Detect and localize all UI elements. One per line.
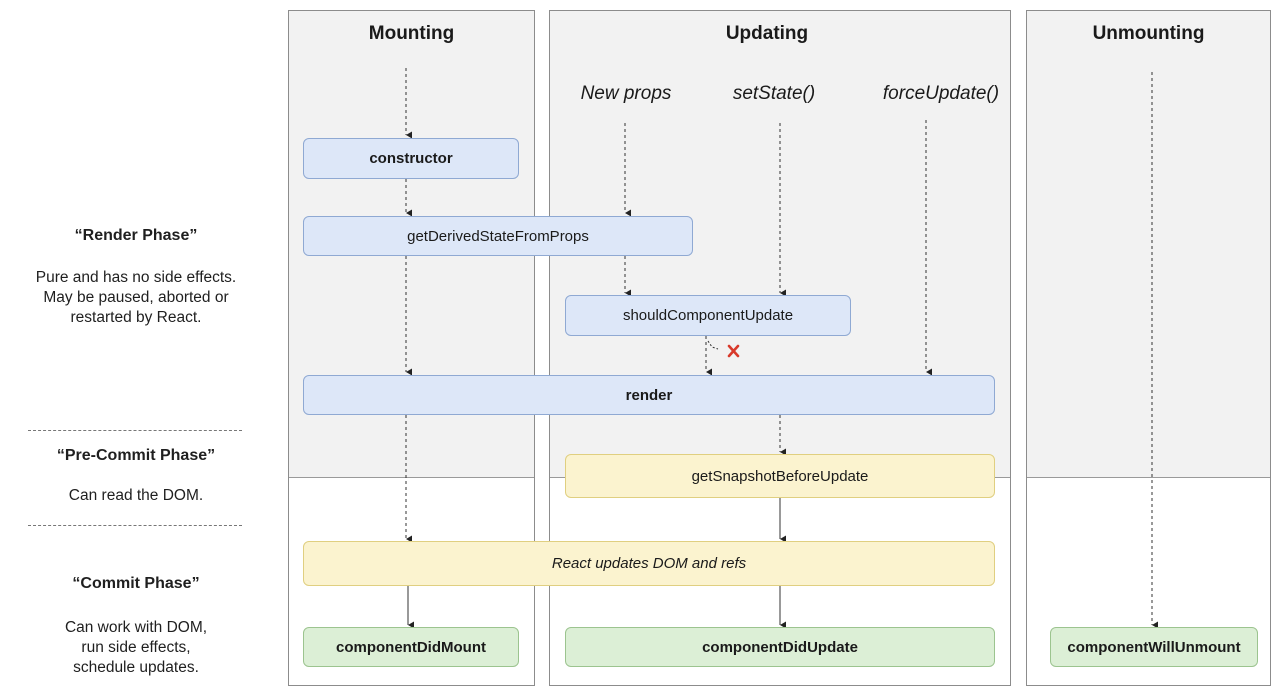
arrow-scu-cancel [707,340,719,350]
phase-separator-1 [28,430,242,431]
render-phase-desc-3: restarted by React. [70,309,202,326]
commit-phase-desc-2: run side effects, [81,639,191,656]
should-component-update-box: shouldComponentUpdate [565,295,851,336]
unmounting-title: Unmounting [1092,23,1205,44]
component-did-update-box: componentDidUpdate [565,627,995,667]
render-phase-desc-2: May be paused, aborted or [43,289,229,306]
commit-phase-title: “Commit Phase” [72,575,200,592]
unmounting-column [1026,10,1271,686]
commit-phase-desc-1: Can work with DOM, [64,619,208,636]
get-snapshot-before-update-box: getSnapshotBeforeUpdate [565,454,995,498]
trigger-force-update: forceUpdate() [882,83,1000,104]
trigger-new-props: New props [580,83,672,104]
precommit-phase-desc-1: Can read the DOM. [68,487,204,504]
cancel-x-icon [727,344,740,358]
component-will-unmount-box: componentWillUnmount [1050,627,1258,667]
constructor-box: constructor [303,138,519,179]
react-updates-dom-box: React updates DOM and refs [303,541,995,586]
render-phase-desc-1: Pure and has no side effects. [35,269,237,286]
render-phase-title: “Render Phase” [74,227,198,244]
updating-column [549,10,1011,686]
mounting-column [288,10,535,686]
render-box: render [303,375,995,415]
precommit-phase-title: “Pre-Commit Phase” [56,447,216,464]
get-derived-state-from-props-box: getDerivedStateFromProps [303,216,693,256]
mounting-title: Mounting [368,23,455,44]
trigger-set-state: setState() [732,83,816,104]
unmounting-render-region [1026,10,1271,478]
commit-phase-desc-3: schedule updates. [73,659,199,676]
component-did-mount-box: componentDidMount [303,627,519,667]
updating-title: Updating [725,23,809,44]
phase-separator-2 [28,525,242,526]
